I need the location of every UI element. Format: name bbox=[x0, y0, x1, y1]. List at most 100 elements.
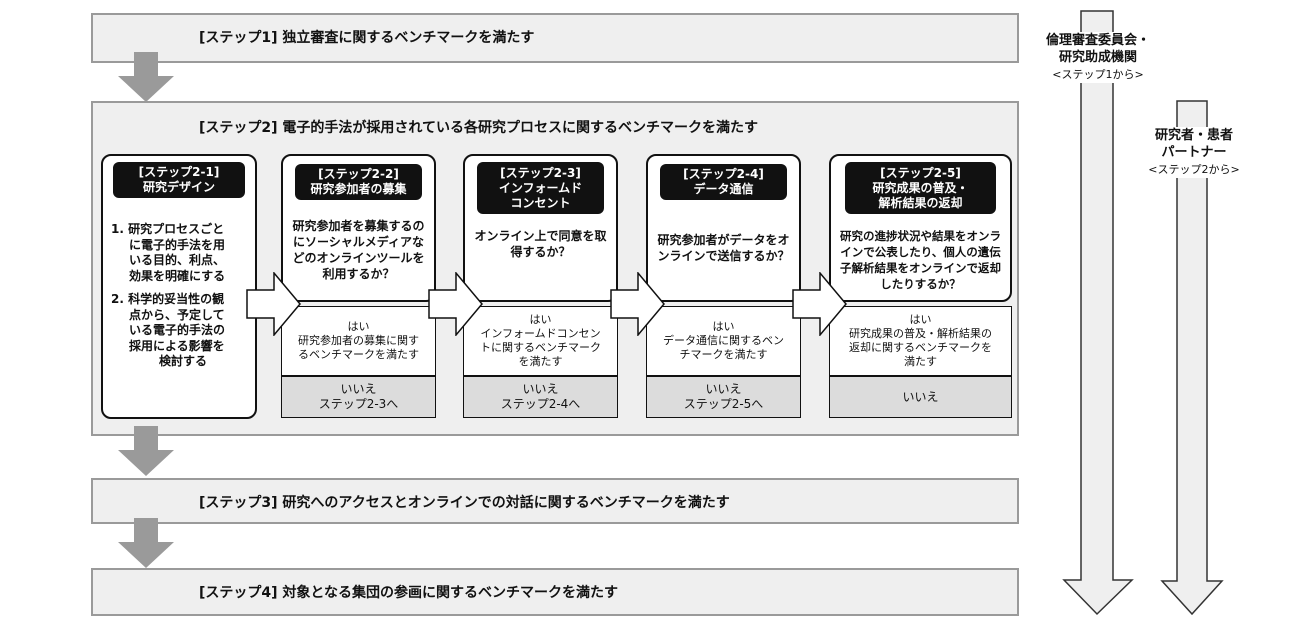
substep-2-5-question: 研究の進捗状況や結果をオンラ インで公表したり、個人の遺伝 子解析結果をオンライ… bbox=[832, 228, 1009, 292]
ethics-line1: 倫理審査委員会・ bbox=[1045, 33, 1150, 48]
no-label: いいえ bbox=[705, 382, 742, 396]
step3-title: [ステップ3] 研究へのアクセスとオンラインでの対話に関するベンチマークを満たす bbox=[199, 495, 730, 511]
substep-2-3-no-box: いいえ ステップ2-4へ bbox=[463, 376, 618, 418]
right-arrow-1 bbox=[246, 272, 301, 336]
yes-line: データ通信に関するベン bbox=[663, 334, 784, 347]
substep-2-3-number: [ステップ2-3] bbox=[500, 165, 581, 180]
right-arrow-4 bbox=[792, 272, 847, 336]
no-label: いいえ bbox=[902, 389, 939, 404]
item2-line2: 点から、予定して bbox=[129, 307, 225, 322]
ethics-label: 倫理審査委員会・ 研究助成機関 <ステップ1から> bbox=[1020, 32, 1176, 83]
partners-label: 研究者・患者 パートナー <ステップ2から> bbox=[1124, 127, 1264, 178]
substep-2-1-card: [ステップ2-1] 研究デザイン 1. 研究プロセスごと に電子的手法を用 いる… bbox=[101, 154, 257, 419]
yes-label: はい bbox=[529, 313, 552, 326]
q-line: 利用するか？ bbox=[322, 267, 395, 281]
step4-title: [ステップ4] 対象となる集団の参画に関するベンチマークを満たす bbox=[199, 585, 618, 601]
q-line: オンライン上で同意を取 bbox=[474, 229, 607, 243]
yes-label: はい bbox=[909, 313, 932, 326]
no-label: いいえ bbox=[340, 382, 377, 396]
substep-2-1-number: [ステップ2-1] bbox=[138, 165, 220, 179]
yes-line: 研究参加者の募集に関す bbox=[298, 334, 419, 347]
q-line: にソーシャルメディアな bbox=[293, 235, 424, 249]
substep-2-2-name: 研究参加者の募集 bbox=[310, 182, 407, 196]
yes-line: チマークを満たす bbox=[679, 348, 768, 361]
right-arrow-3 bbox=[610, 272, 665, 336]
substep-2-2-yes-box: はい 研究参加者の募集に関す るベンチマークを満たす bbox=[281, 306, 436, 376]
substep-2-5-card: [ステップ2-5] 研究成果の普及・ 解析結果の返却 研究の進捗状況や結果をオン… bbox=[829, 154, 1012, 302]
item2-line1: 2. 科学的妥当性の観 bbox=[111, 292, 225, 306]
item2-line3: いる電子的手法の bbox=[129, 323, 226, 337]
substep-2-2-no-box: いいえ ステップ2-3へ bbox=[281, 376, 436, 418]
yes-label: はい bbox=[712, 320, 735, 333]
step1-bar: [ステップ1] 独立審査に関するベンチマークを満たす bbox=[91, 13, 1019, 63]
substep-2-2-card: [ステップ2-2] 研究参加者の募集 研究参加者を募集するの にソーシャルメディ… bbox=[281, 154, 436, 302]
q-line: 得するか？ bbox=[510, 245, 571, 259]
substep-2-5-name2: 解析結果の返却 bbox=[878, 195, 963, 210]
partners-sub: <ステップ2から> bbox=[1148, 163, 1240, 176]
q-line: 研究の進捗状況や結果をオンラ bbox=[840, 229, 1001, 243]
substep-2-4-no-box: いいえ ステップ2-5へ bbox=[646, 376, 801, 418]
substep-2-4-number: [ステップ2-4] bbox=[683, 167, 764, 181]
substep-2-5-header: [ステップ2-5] 研究成果の普及・ 解析結果の返却 bbox=[845, 162, 996, 214]
down-arrow-1 bbox=[118, 52, 174, 102]
substep-2-5-number: [ステップ2-5] bbox=[880, 165, 961, 180]
q-line: インで公表したり、個人の遺伝 bbox=[840, 245, 1001, 259]
q-line: どのオンラインツールを bbox=[292, 251, 425, 265]
yes-line: 満たす bbox=[904, 355, 937, 368]
step4-bar: [ステップ4] 対象となる集団の参画に関するベンチマークを満たす bbox=[91, 568, 1019, 616]
q-line: 研究参加者がデータをオ bbox=[657, 233, 790, 247]
item2-line5: 検討する bbox=[159, 354, 208, 368]
item2-line4: 採用による影響を bbox=[129, 338, 225, 353]
yes-label: はい bbox=[347, 320, 370, 333]
substep-2-4-card: [ステップ2-4] データ通信 研究参加者がデータをオ ンラインで送信するか？ bbox=[646, 154, 801, 302]
step1-title: [ステップ1] 独立審査に関するベンチマークを満たす bbox=[199, 30, 535, 46]
q-line: したりするか？ bbox=[880, 277, 961, 291]
substep-2-2-number: [ステップ2-2] bbox=[318, 167, 399, 181]
yes-line: インフォームドコンセン bbox=[480, 327, 601, 340]
no-line: ステップ2-3へ bbox=[318, 397, 399, 411]
yes-line: 返却に関するベンチマークを bbox=[849, 341, 992, 354]
substep-2-5-no-box: いいえ bbox=[829, 376, 1012, 418]
substep-2-4-name: データ通信 bbox=[693, 182, 754, 196]
substep-2-4-question: 研究参加者がデータをオ ンラインで送信するか？ bbox=[650, 232, 797, 264]
partners-long-arrow bbox=[1160, 100, 1224, 616]
substep-2-1-item-1: 1. 研究プロセスごと に電子的手法を用 いる目的、利点、 効果を明確にする bbox=[111, 222, 251, 284]
item1-line1: 1. 研究プロセスごと bbox=[111, 222, 225, 236]
down-arrow-2 bbox=[118, 426, 174, 476]
yes-line: を満たす bbox=[518, 355, 563, 368]
substep-2-4-yes-box: はい データ通信に関するベン チマークを満たす bbox=[646, 306, 801, 376]
substep-2-5-yes-box: はい 研究成果の普及・解析結果の 返却に関するベンチマークを 満たす bbox=[829, 306, 1012, 376]
q-line: ンラインで送信するか？ bbox=[657, 249, 790, 263]
substep-2-1-name: 研究デザイン bbox=[142, 180, 215, 194]
no-line: ステップ2-4へ bbox=[500, 397, 581, 411]
substep-2-3-header: [ステップ2-3] インフォームド コンセント bbox=[477, 162, 604, 214]
ethics-sub: <ステップ1から> bbox=[1052, 68, 1144, 81]
item1-line2: に電子的手法を用 bbox=[129, 237, 226, 252]
no-label: いいえ bbox=[522, 382, 559, 396]
ethics-line2: 研究助成機関 bbox=[1058, 50, 1137, 65]
right-arrow-2 bbox=[428, 272, 483, 336]
substep-2-2-header: [ステップ2-2] 研究参加者の募集 bbox=[295, 164, 422, 200]
substep-2-2-question: 研究参加者を募集するの にソーシャルメディアな どのオンラインツールを 利用する… bbox=[285, 218, 432, 282]
no-line: ステップ2-5へ bbox=[683, 397, 764, 411]
yes-line: 研究成果の普及・解析結果の bbox=[849, 327, 992, 340]
step2-title: [ステップ2] 電子的手法が採用されている各研究プロセスに関するベンチマークを満… bbox=[199, 120, 758, 136]
down-arrow-3 bbox=[118, 518, 174, 568]
substep-2-3-question: オンライン上で同意を取 得するか？ bbox=[467, 228, 614, 260]
substep-2-1-list: 1. 研究プロセスごと に電子的手法を用 いる目的、利点、 効果を明確にする 2… bbox=[111, 222, 251, 370]
item1-line3: いる目的、利点、 bbox=[129, 253, 226, 267]
yes-line: るベンチマークを満たす bbox=[298, 348, 419, 361]
substep-2-4-header: [ステップ2-4] データ通信 bbox=[660, 164, 787, 200]
step3-bar: [ステップ3] 研究へのアクセスとオンラインでの対話に関するベンチマークを満たす bbox=[91, 478, 1019, 524]
q-line: 研究参加者を募集するの bbox=[292, 219, 425, 233]
item1-line4: 効果を明確にする bbox=[129, 268, 226, 283]
ethics-long-arrow bbox=[1062, 10, 1134, 616]
substep-2-3-card: [ステップ2-3] インフォームド コンセント オンライン上で同意を取 得するか… bbox=[463, 154, 618, 302]
substep-2-1-item-2: 2. 科学的妥当性の観 点から、予定して いる電子的手法の 採用による影響を 検… bbox=[111, 292, 251, 370]
substep-2-1-header: [ステップ2-1] 研究デザイン bbox=[113, 162, 245, 198]
substep-2-3-name2: コンセント bbox=[510, 195, 571, 210]
substep-2-5-name: 研究成果の普及・ bbox=[872, 180, 969, 195]
yes-line: トに関するベンチマーク bbox=[480, 341, 601, 354]
substep-2-3-yes-box: はい インフォームドコンセン トに関するベンチマーク を満たす bbox=[463, 306, 618, 376]
partners-line2: パートナー bbox=[1161, 145, 1227, 160]
